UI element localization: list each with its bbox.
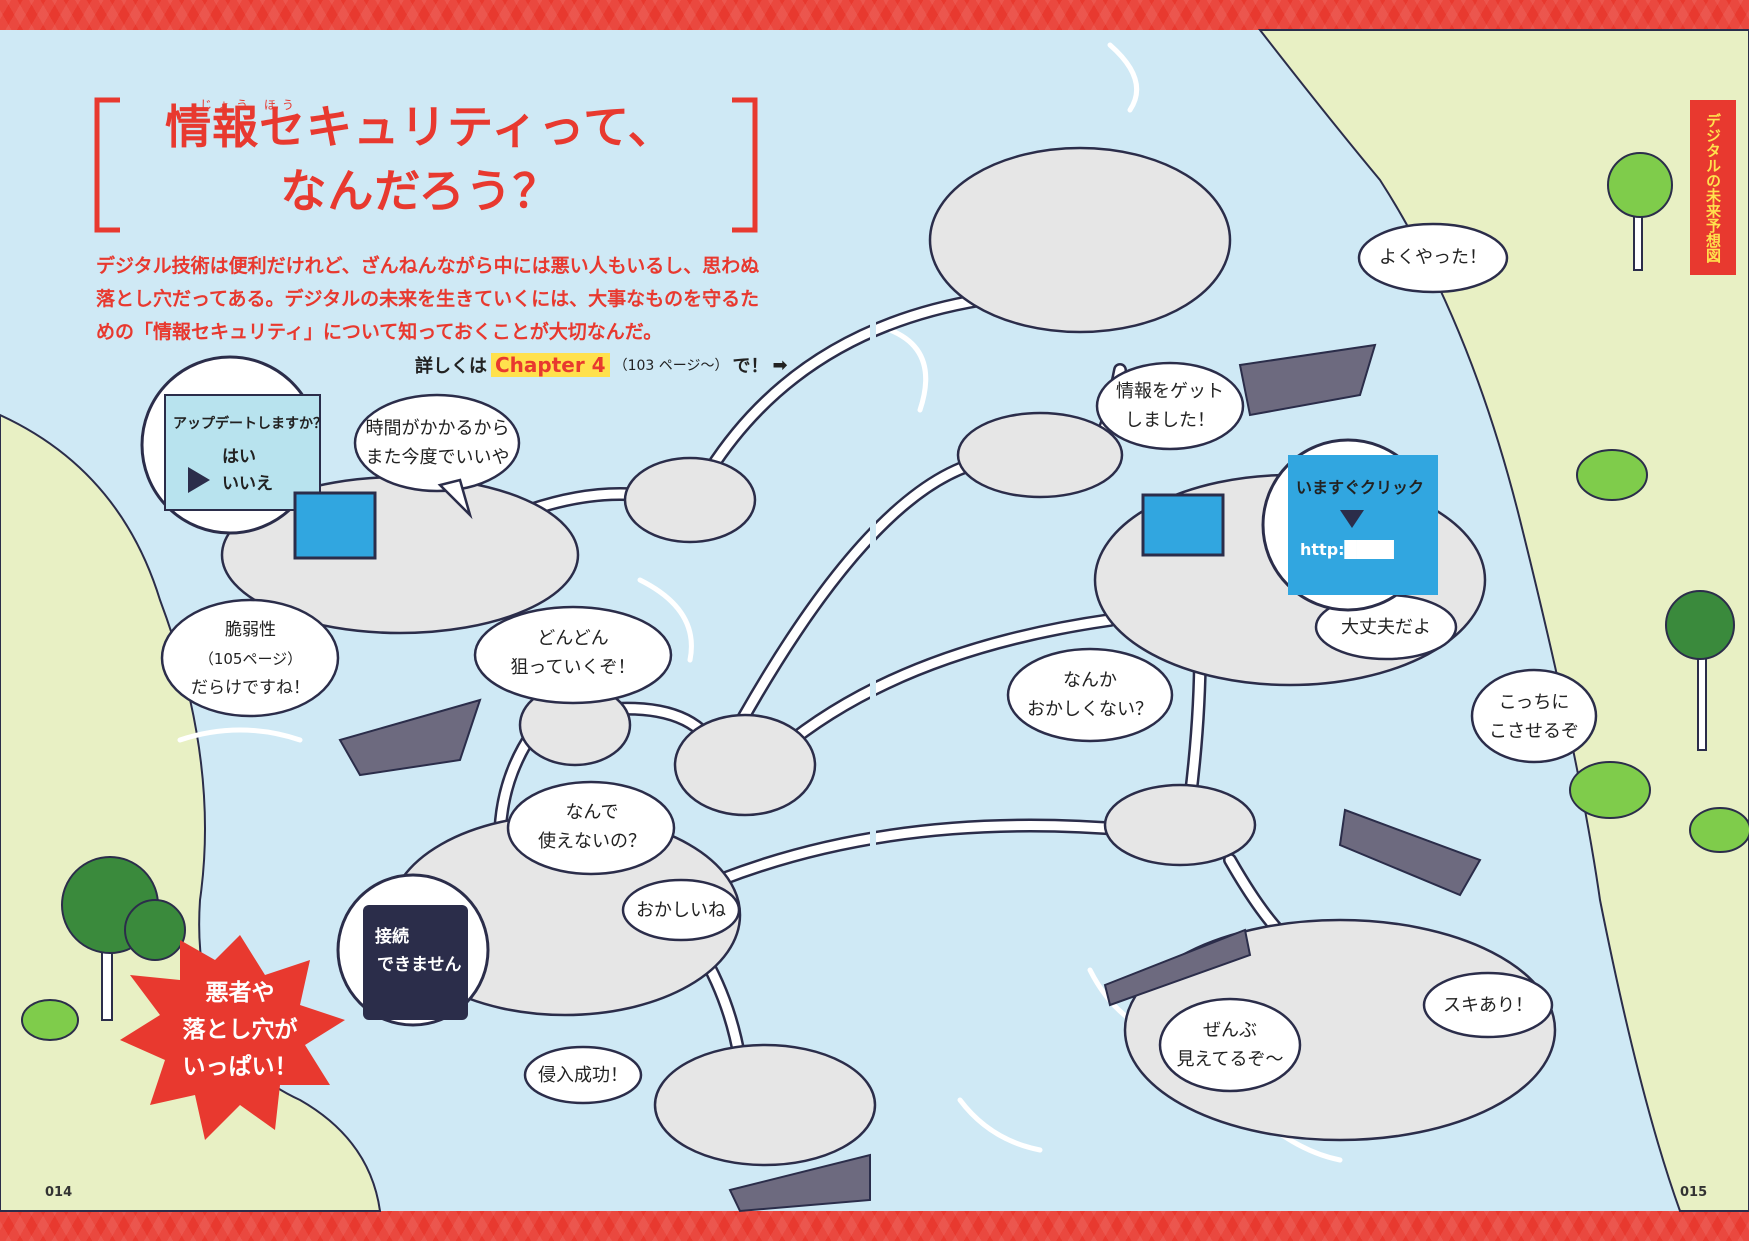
chapter-link[interactable]: 詳しくは Chapter 4 （103 ページ〜） で！ ➡ bbox=[415, 352, 788, 378]
bubble-later: 時間がかかるからまた今度でいいや bbox=[365, 418, 510, 468]
burst-shape bbox=[120, 935, 345, 1140]
connect-line-1: 接続 bbox=[375, 927, 409, 947]
warning-burst: 悪者や 落とし穴が いっぱい！ bbox=[182, 980, 298, 1080]
page-number-right: 015 bbox=[1680, 1185, 1708, 1200]
page-number-left: 014 bbox=[45, 1185, 73, 1200]
more-prefix: 詳しくは bbox=[415, 356, 487, 377]
arrow-right-icon: ➡ bbox=[772, 354, 788, 376]
bubble-opening: スキあり！ bbox=[1443, 995, 1533, 1016]
more-suffix: で！ bbox=[732, 356, 769, 377]
update-question: アップデートしますか？ bbox=[173, 416, 327, 432]
side-tab: デジタルの未来予想図 bbox=[1690, 100, 1736, 275]
update-yes: はい bbox=[222, 447, 256, 467]
bubble-good-job: よくやった！ bbox=[1379, 247, 1487, 268]
title-bracket bbox=[94, 97, 758, 233]
click-url: http:████ bbox=[1300, 540, 1394, 559]
bubble-cant-use: なんで使えないの？ bbox=[538, 802, 646, 852]
bubble-weird: なんかおかしくない？ bbox=[1027, 670, 1153, 720]
bubble-got-info: 情報をゲットしました！ bbox=[1116, 381, 1224, 431]
page-title: 情報セキュリティって、 なんだろう？ bbox=[120, 95, 720, 223]
bottom-band bbox=[0, 1211, 1749, 1241]
click-title: いますぐクリック bbox=[1296, 478, 1425, 497]
tree-icon bbox=[61, 152, 1735, 1021]
title-line-1: 情報セキュリティって、 bbox=[165, 100, 675, 154]
top-band bbox=[0, 0, 1749, 30]
connect-line-2: できません bbox=[377, 955, 462, 975]
update-no: いいえ bbox=[222, 474, 273, 494]
bubble-vulnerable: 脆弱性（105ページ）だらけですね！ bbox=[191, 620, 310, 698]
intro-text: デジタル技術は便利だけれど、ざんねんながら中には悪い人もいるし、思わぬ落とし穴だ… bbox=[96, 255, 760, 343]
chapter-pages: （103 ページ〜） bbox=[613, 358, 729, 374]
title-line-2: なんだろう？ bbox=[280, 164, 560, 218]
bubble-fine: 大丈夫だよ bbox=[1341, 617, 1431, 638]
bubble-target: どんどん狙っていくぞ！ bbox=[510, 628, 636, 678]
bubble-intrusion: 侵入成功！ bbox=[538, 1065, 628, 1086]
bubble-see-all: ぜんぶ見えてるぞ〜 bbox=[1176, 1020, 1284, 1070]
bubble-strange: おかしいね bbox=[636, 900, 726, 921]
title-ruby: じょう ほう bbox=[200, 98, 300, 112]
chapter-label: Chapter 4 bbox=[491, 353, 610, 377]
bubble-lure: こっちにこさせるぞ bbox=[1489, 692, 1579, 742]
